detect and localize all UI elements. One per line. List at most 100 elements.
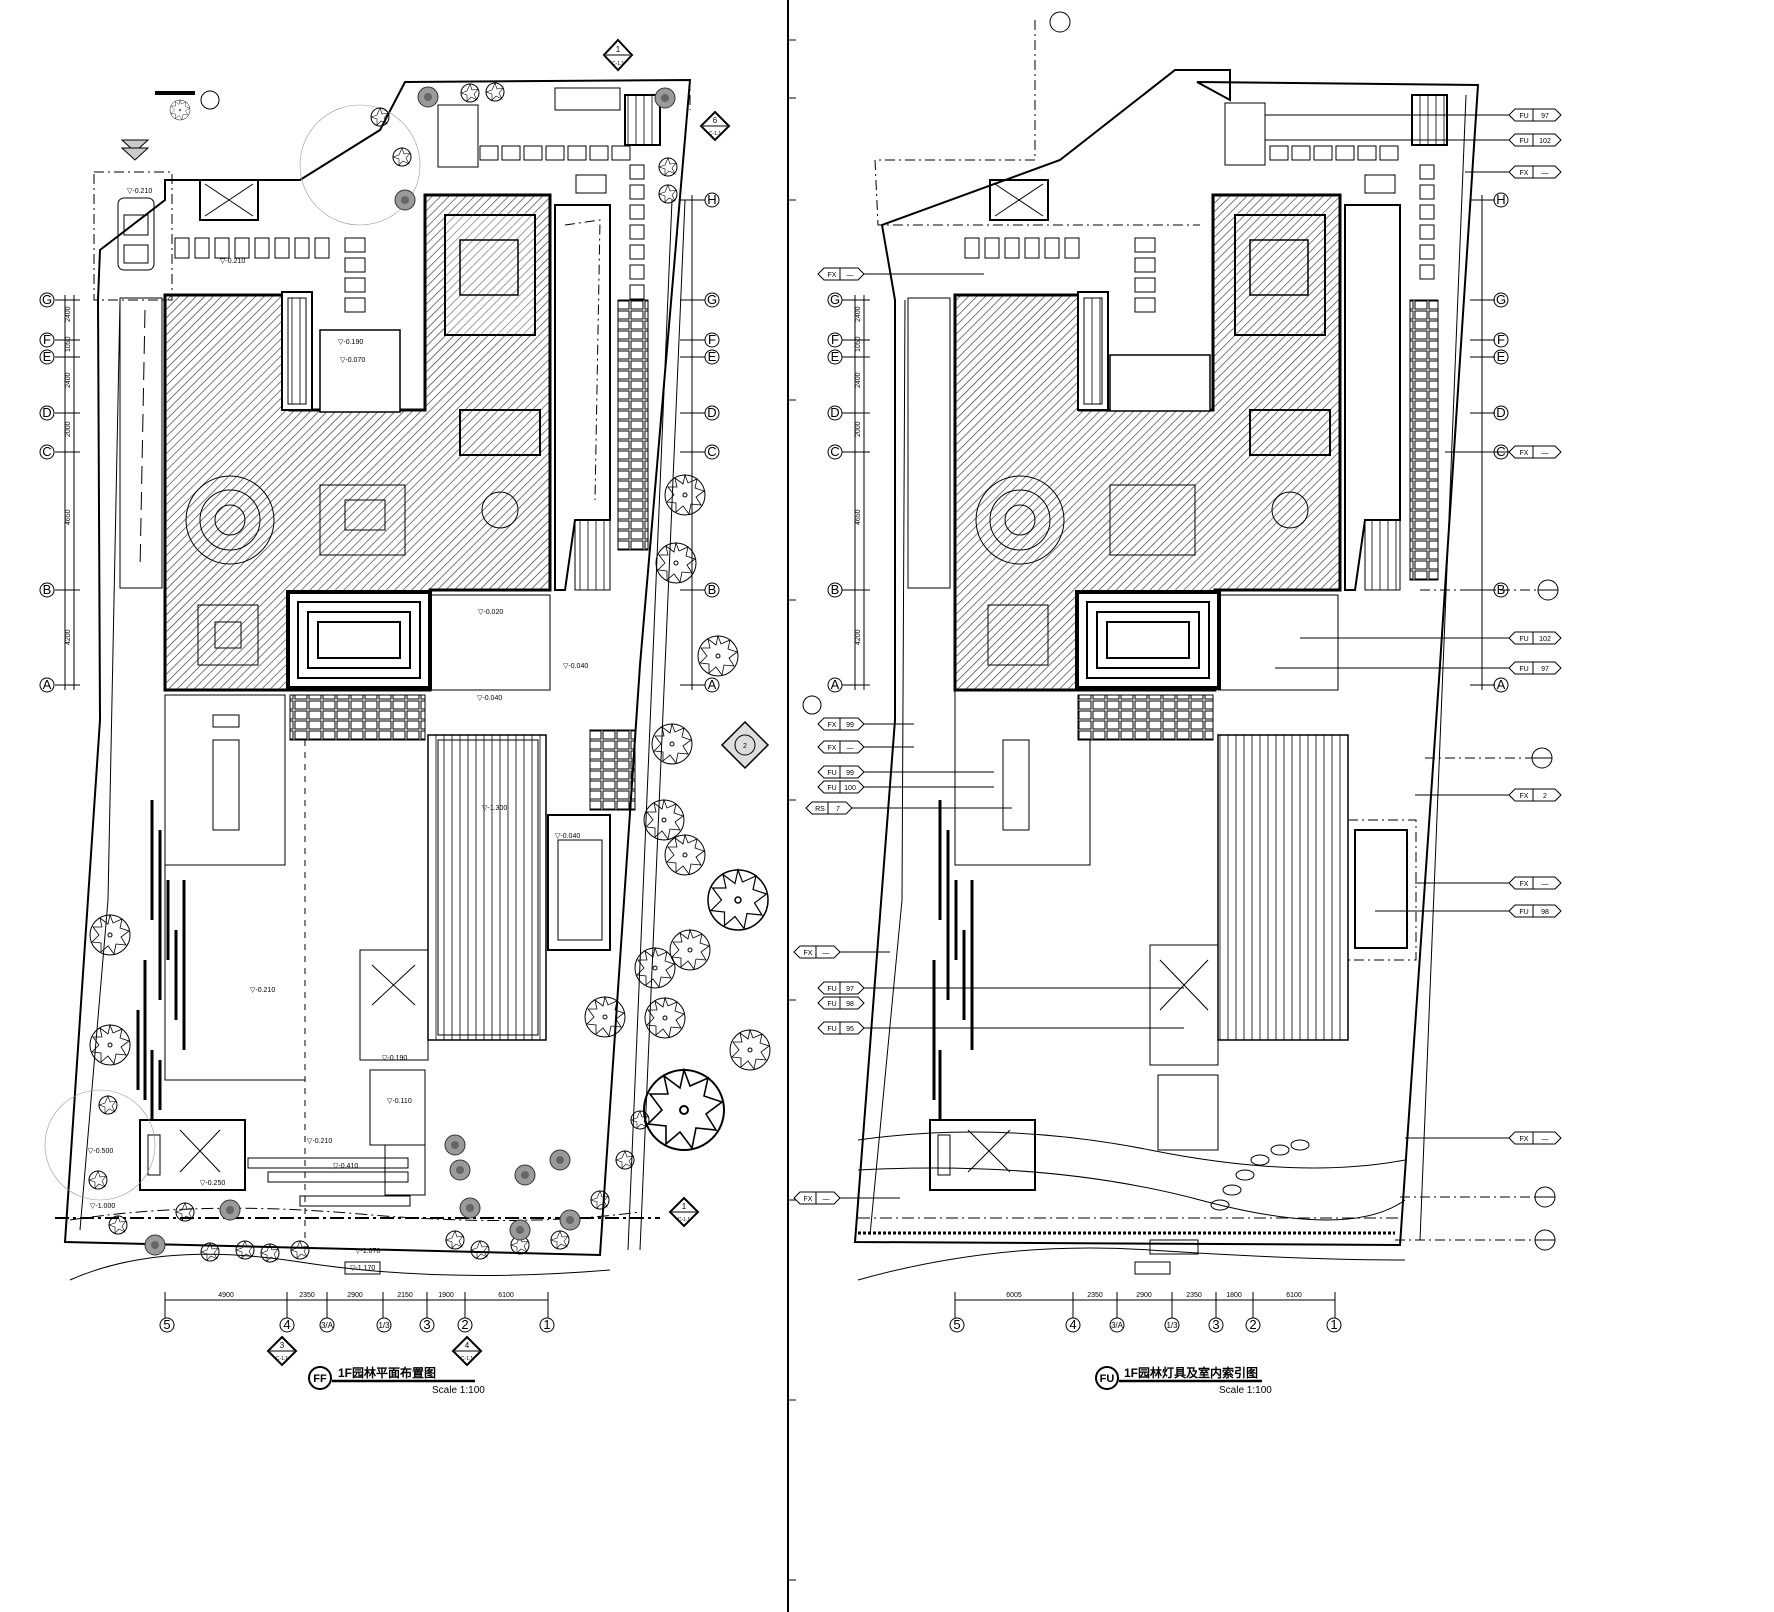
fixture-tag-num: 102 bbox=[1539, 138, 1551, 145]
grid-D-left: D bbox=[42, 405, 51, 420]
fixture-tag-num: 98 bbox=[1541, 909, 1549, 916]
outdoor-dining bbox=[164, 694, 286, 866]
fixture-tag-code: RS bbox=[815, 806, 825, 813]
grid-B-r: B bbox=[708, 582, 717, 597]
grid-1-left: 1 bbox=[543, 1317, 550, 1332]
right-lighting-plan: G F E D C B A H G F E D C B A 2400 1050 … bbox=[793, 11, 1562, 1396]
grid-G-right-plan-r: G bbox=[1496, 292, 1506, 307]
fixture-tag-code: FU bbox=[827, 770, 836, 777]
stepping-stones-river bbox=[1210, 1139, 1310, 1211]
stepping-stones-top bbox=[174, 145, 645, 313]
dim-h-l-2: 2900 bbox=[347, 1292, 363, 1299]
fixture-tag-num: — bbox=[1542, 450, 1549, 457]
gazebo bbox=[359, 949, 429, 1061]
lounge-chair bbox=[481, 491, 519, 529]
dim-v-r-1: 1050 bbox=[855, 336, 862, 352]
level-11: ▽-0.110 bbox=[387, 1098, 412, 1105]
detail-callout-right: 2 bbox=[720, 720, 770, 770]
dim-h-l-3: 2150 bbox=[397, 1292, 413, 1299]
grid-B-left: B bbox=[43, 582, 52, 597]
grid-4-left: 4 bbox=[283, 1317, 290, 1332]
bed bbox=[459, 239, 519, 296]
section-marker-right: 6 C-1.1 bbox=[699, 110, 731, 142]
grid-E-r: E bbox=[708, 349, 717, 364]
car-outline bbox=[117, 197, 155, 271]
bbq-pavilion bbox=[139, 1119, 246, 1191]
fixture-tags-right-edge: FU 97 FU 102 FX — FX — bbox=[1265, 108, 1562, 1145]
fixture-tag-code: FU bbox=[827, 1001, 836, 1008]
left-grid-axis: G F E D C B A 2400 1050 2400 2000 4650 4… bbox=[39, 292, 80, 693]
grid-D-r: D bbox=[707, 405, 716, 420]
grid-C-r: C bbox=[707, 444, 716, 459]
grid-G-left: G bbox=[42, 292, 52, 307]
top-pavilion-1 bbox=[199, 179, 259, 221]
grid-2-left: 2 bbox=[461, 1317, 468, 1332]
right-drawing-title: 1F园林灯具及室内索引图 bbox=[1124, 1365, 1258, 1380]
top-deck bbox=[624, 94, 661, 146]
section-mark-top-num: 1 bbox=[616, 45, 621, 54]
water-feature bbox=[286, 590, 432, 690]
section-mark-right-num: 6 bbox=[713, 116, 718, 125]
bedroom bbox=[444, 214, 536, 336]
section-marker-bottom-right: 1 C-1.1 bbox=[668, 1196, 700, 1228]
dim-v-1: 1050 bbox=[65, 336, 72, 352]
level-12: ▽-0.410 bbox=[333, 1163, 358, 1170]
left-drawing-title-block: FF 1F园林平面布置图 Scale 1:100 bbox=[308, 1365, 485, 1396]
grid-F-right-plan-l: F bbox=[831, 332, 839, 347]
fixture-tag-num: 97 bbox=[1541, 113, 1549, 120]
fixture-tag-num: 99 bbox=[846, 770, 854, 777]
dim-v-r-4: 4650 bbox=[855, 509, 862, 525]
stone-paving bbox=[289, 694, 426, 741]
grid-F-right-plan-r: F bbox=[1497, 332, 1505, 347]
site-boundary-right bbox=[853, 69, 1480, 1247]
level-8: ▽-0.040 bbox=[555, 833, 580, 840]
section-mark-right-ref: C-1.1 bbox=[709, 131, 721, 137]
dim-v-r-2: 2400 bbox=[855, 372, 862, 388]
fixture-tag-code: FX bbox=[804, 950, 813, 957]
dim-v-4: 4650 bbox=[65, 509, 72, 525]
section-mark-top-ref: C-1.1 bbox=[612, 61, 624, 67]
level-16: ▽-1.070 bbox=[355, 1248, 380, 1255]
level-2: ▽-0.190 bbox=[338, 339, 363, 346]
planter-strips bbox=[136, 800, 186, 1120]
fixture-tag-num: — bbox=[847, 745, 854, 752]
large-canopy-trees bbox=[44, 104, 421, 1201]
section-marker-bottom-1: 3 C-1.1 bbox=[266, 1335, 298, 1367]
grid-A-left: A bbox=[43, 677, 52, 692]
level-3: ▽-0.070 bbox=[340, 357, 365, 364]
grid-F-r: F bbox=[708, 332, 716, 347]
entry-hall bbox=[319, 329, 401, 413]
grid-3A-left: 3/A bbox=[321, 1321, 334, 1330]
grid-A-right-plan-l: A bbox=[831, 677, 840, 692]
level-labels-left: ▽-0.210 ▽-0.210 ▽-0.190 ▽-0.070 ▽-0.020 … bbox=[88, 188, 588, 1272]
stair-ramp bbox=[574, 519, 611, 591]
grid-D-right-plan-r: D bbox=[1496, 405, 1505, 420]
sofa-set bbox=[319, 484, 406, 556]
fixture-tag-code: FU bbox=[1519, 909, 1528, 916]
dim-v-0: 2400 bbox=[65, 306, 72, 322]
water-feature-right bbox=[1075, 590, 1221, 690]
dim-h-r-3: 2350 bbox=[1186, 1292, 1202, 1299]
grid-1-right: 1 bbox=[1330, 1317, 1337, 1332]
grid-13-right: 1/3 bbox=[1166, 1321, 1178, 1330]
fixture-tag-num: — bbox=[1542, 881, 1549, 888]
north-arrow bbox=[120, 139, 150, 161]
grid-3-left: 3 bbox=[423, 1317, 430, 1332]
fixture-tag-code: FX bbox=[1520, 793, 1529, 800]
round-dining-table bbox=[185, 475, 275, 565]
fixture-tag-code: FX bbox=[1520, 881, 1529, 888]
fixture-tag-code: FX bbox=[828, 722, 837, 729]
level-5: ▽-0.040 bbox=[563, 663, 588, 670]
fixture-tag-num: — bbox=[847, 272, 854, 279]
grid-5-right: 5 bbox=[953, 1317, 960, 1332]
section-mark-b2-num: 4 bbox=[465, 1341, 470, 1350]
fixture-tag-code: FU bbox=[1519, 636, 1528, 643]
level-18: ▽-0.250 bbox=[200, 1180, 225, 1187]
dim-h-r-5: 6100 bbox=[1286, 1292, 1302, 1299]
grid-F-left: F bbox=[43, 332, 51, 347]
dim-v-3: 2000 bbox=[65, 421, 72, 437]
dim-h-l-1: 2350 bbox=[299, 1292, 315, 1299]
fixture-tag-num: — bbox=[823, 950, 830, 957]
dim-h-l-5: 6100 bbox=[498, 1292, 514, 1299]
level-17: ▽-1.170 bbox=[350, 1265, 375, 1272]
